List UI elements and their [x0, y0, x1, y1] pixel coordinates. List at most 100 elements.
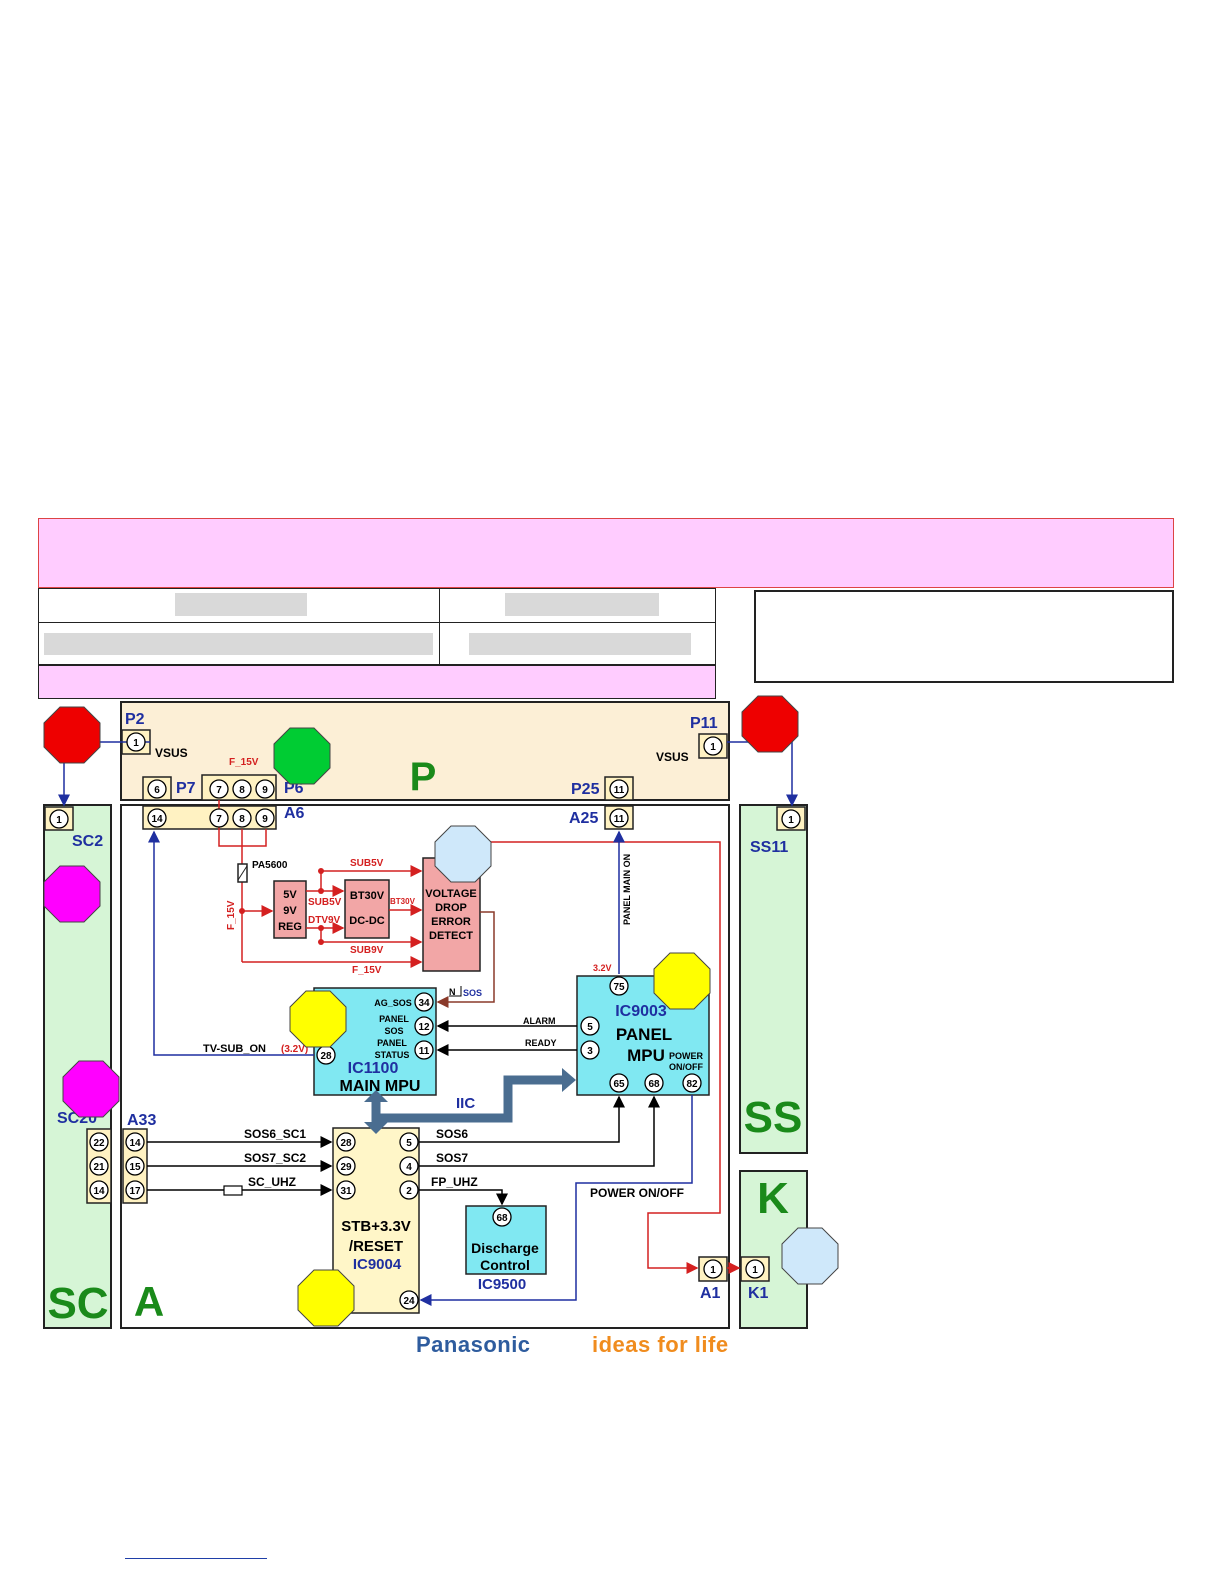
vde-label-1: VOLTAGE: [425, 888, 477, 900]
junction-dot: [239, 908, 245, 914]
wire-sub9v: [306, 927, 423, 948]
redacted-cell: [44, 633, 433, 655]
pin-label: 5: [406, 1138, 412, 1149]
pin-label: 9: [262, 785, 268, 796]
signal-sos6-sc1: SOS6_SC1: [244, 1127, 306, 1141]
pin-ic9004-2: [399, 1180, 419, 1200]
redacted-cell: [505, 593, 659, 616]
signal-vsus-left: VSUS: [155, 746, 188, 760]
pin-sc20-14: [89, 1180, 109, 1200]
signal-sos: SOS: [463, 988, 482, 998]
marker-yellow-octagon: [653, 952, 711, 1010]
redacted-cell: [175, 593, 307, 616]
pin-p7-6: [147, 779, 167, 799]
info-table: [38, 588, 716, 665]
dcdc-block: [344, 879, 390, 939]
pin-label: 21: [93, 1162, 105, 1173]
ss-board: [739, 804, 808, 1154]
table-footer-band: [38, 665, 716, 699]
ic9004-label-2: /RESET: [349, 1238, 403, 1255]
pin-ic1100-11: [414, 1040, 434, 1060]
wire-sos7: [419, 1095, 660, 1167]
pin-ic9004-4: [399, 1156, 419, 1176]
iic-arrow-down: [364, 1122, 388, 1134]
pin-label: 22: [93, 1138, 105, 1149]
fuse-slash: [237, 865, 248, 881]
ic1100-pin-panel-status-2: STATUS: [375, 1050, 410, 1060]
pin-a6-7: [209, 808, 229, 828]
connector-label-p25: P25: [571, 781, 600, 798]
ic9003-power-1: POWER: [669, 1051, 704, 1061]
signal-f15v-top: F_15V: [229, 757, 259, 768]
pin-p25-11: [609, 779, 629, 799]
board-label-ss: SS: [744, 1093, 803, 1142]
signal-3v2-tv: (3.2V): [281, 1044, 308, 1055]
pin-a33-17: [125, 1180, 145, 1200]
signal-pa5600: PA5600: [252, 860, 288, 871]
signal-sc-uhz: SC_UHZ: [248, 1175, 296, 1189]
signal-sub5v-top: SUB5V: [350, 858, 384, 869]
pin-ic9004-29: [336, 1156, 356, 1176]
redacted-cell: [469, 633, 691, 655]
wire-power-on-off: [419, 1095, 693, 1306]
signal-3v2-left: 3.2V: [593, 963, 612, 973]
connector-label-k1: K1: [748, 1285, 769, 1302]
wire-sub5v-top: [306, 865, 423, 892]
pin-label: 14: [151, 814, 163, 825]
n-sos-flag: [449, 986, 462, 997]
pin-label: 65: [613, 1079, 625, 1090]
pin-ic9004-28: [336, 1132, 356, 1152]
vde-label-4: DETECT: [429, 930, 473, 942]
pin-p11-1: [703, 736, 723, 756]
pin-label: 28: [320, 1051, 332, 1062]
pin-label: 11: [419, 1046, 430, 1057]
wire-ag-sos: [436, 911, 495, 1008]
pin-label: 8: [239, 814, 245, 825]
iic-arrow-right: [562, 1068, 576, 1092]
signal-sos7-sc2: SOS7_SC2: [244, 1151, 306, 1165]
header-band: [38, 518, 1174, 588]
signal-bt30v: BT30V: [390, 897, 416, 906]
footer-rule: [125, 1558, 267, 1559]
connector-label-sc2: SC2: [72, 833, 103, 850]
notes-box: [754, 590, 1174, 683]
pin-label: 3: [587, 1046, 593, 1057]
pin-a6-8: [232, 808, 252, 828]
ic1100-desc: MAIN MPU: [340, 1078, 421, 1095]
connector-label-p7: P7: [176, 780, 196, 797]
wire-sos6: [419, 1095, 625, 1143]
pin-p2-1: [126, 732, 146, 752]
connector-label-a25: A25: [569, 810, 598, 827]
pin-ic1100-12: [414, 1016, 434, 1036]
pin-label: 14: [93, 1186, 105, 1197]
ic9500-label-1: Discharge: [471, 1240, 539, 1256]
pin-label: 7: [216, 814, 222, 825]
marker-red-octagon: [741, 695, 799, 753]
pin-label: 7: [216, 785, 222, 796]
pin-label: 4: [406, 1162, 412, 1173]
iic-label: IIC: [456, 1095, 475, 1112]
resistor: [223, 1185, 243, 1196]
signal-vsus-right: VSUS: [656, 750, 689, 764]
pin-ic1100-34: [414, 992, 434, 1012]
ic1100-pin-ag-sos: AG_SOS: [374, 998, 412, 1008]
signal-sub9v: SUB9V: [350, 945, 384, 956]
pin-ic9003-3: [580, 1040, 600, 1060]
connector-label-a6: A6: [284, 805, 305, 822]
pin-label: 8: [239, 785, 245, 796]
signal-tv-sub-on: TV-SUB_ON: [203, 1043, 266, 1055]
junction-dot: [318, 939, 324, 945]
pin-ic9004-5: [399, 1132, 419, 1152]
pin-k1-1: [745, 1259, 765, 1279]
signal-sos6: SOS6: [436, 1127, 468, 1141]
signal-ready: READY: [525, 1038, 557, 1048]
brand-footer: Panasonic ideas for life: [416, 1332, 816, 1366]
junction-dot: [318, 888, 324, 894]
pin-label: 1: [133, 738, 139, 749]
pin-label: 24: [403, 1296, 415, 1307]
marker-magenta-octagon: [43, 865, 101, 923]
signal-power-on-off: POWER ON/OFF: [590, 1186, 684, 1200]
connector-label-p2: P2: [125, 711, 145, 728]
pin-a33-14: [125, 1132, 145, 1152]
